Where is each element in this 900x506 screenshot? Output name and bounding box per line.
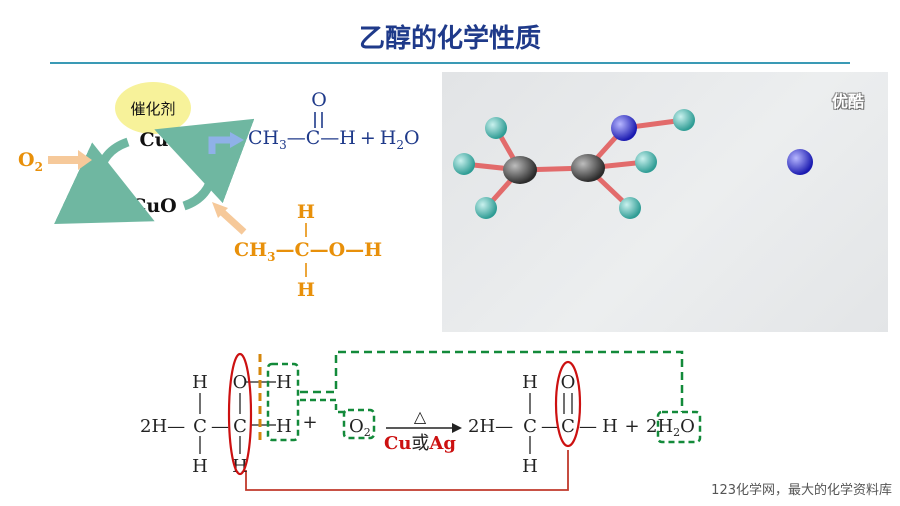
o2-arrow xyxy=(48,150,92,170)
svg-text:2H2O: 2H2O xyxy=(646,416,695,439)
removed-h-box xyxy=(266,362,300,442)
product-arrow xyxy=(208,136,232,154)
o2-formula: O xyxy=(349,416,364,437)
svg-text:H: H xyxy=(522,372,538,393)
cuo-label: CuO xyxy=(131,195,177,217)
oh-bond-highlight xyxy=(227,352,253,476)
hydrogen-atom xyxy=(453,153,475,175)
svg-text:2H—: 2H— xyxy=(468,416,513,437)
reaction-equation: 2H— C — C H H O H H H + O2 △ Cu或Ag 2H— C… xyxy=(140,350,702,491)
carbonyl-highlight xyxy=(554,360,582,448)
slide-title: 乙醇的化学性质 xyxy=(358,24,541,54)
aldehyde-c: C xyxy=(306,127,321,149)
svg-text:—: — xyxy=(579,416,597,437)
hydrogen-transfer-line xyxy=(300,350,684,412)
youku-logo: 优酷 xyxy=(831,92,864,111)
svg-text:CH3—C—H+H2O: CH3—C—H+H2O xyxy=(248,127,420,152)
svg-text:O2: O2 xyxy=(18,149,43,174)
coef-right: 2 xyxy=(468,416,479,437)
site-watermark: 123化学网，最大的化学资料库 xyxy=(711,483,892,498)
cycle-arrow-right xyxy=(154,118,255,211)
oxygen-atom-free xyxy=(787,149,813,175)
ethanol-h-right: H xyxy=(364,239,382,261)
oxygen-reactant: O xyxy=(233,372,248,393)
water-h: H xyxy=(380,127,397,149)
svg-text:CH3—C—O—H: CH3—C—O—H xyxy=(234,239,382,264)
water-o-atom: O xyxy=(680,416,695,437)
carbon-1: C xyxy=(193,416,207,437)
svg-text:H: H xyxy=(192,456,208,477)
molecule-video-panel[interactable]: 优酷 xyxy=(442,72,888,332)
aldehyde-h: H xyxy=(339,127,356,149)
cu-label: Cu xyxy=(140,129,169,151)
water-o: O xyxy=(404,127,420,149)
svg-text:+: + xyxy=(624,416,639,437)
catalyst-ag: Ag xyxy=(428,433,456,454)
svg-text:Cu或Ag: Cu或Ag xyxy=(384,433,456,454)
svg-text:+: + xyxy=(302,412,317,433)
ethanol-h-top: H xyxy=(297,201,315,223)
oxygen-atom xyxy=(611,115,637,141)
svg-text:O2: O2 xyxy=(349,416,371,439)
h-atom-removed-bottom: H xyxy=(276,416,292,437)
catalytic-cycle-diagram: 催化剂 Cu CuO O2 O CH3—C—H+H2O H CH3—C—O—H … xyxy=(18,82,420,301)
ethanol-c: C xyxy=(294,239,309,261)
catalyst-label: 催化剂 xyxy=(130,100,175,118)
o2-box xyxy=(342,408,376,440)
catalyst-or: 或 xyxy=(411,433,429,454)
hydrogen-atom xyxy=(485,117,507,139)
oxygen-product: O xyxy=(561,372,576,393)
water-h-atom: H xyxy=(657,416,673,437)
hydrogen-atom xyxy=(673,109,695,131)
carbon-atom xyxy=(503,156,537,184)
svg-text:—: — xyxy=(211,416,229,437)
ethanol-o: O xyxy=(329,239,346,261)
svg-text:H: H xyxy=(192,372,208,393)
carbon-atom xyxy=(571,154,605,182)
ethanol-h-bottom: H xyxy=(297,279,315,301)
title-divider xyxy=(50,62,850,64)
aldehyde-o: O xyxy=(311,89,327,111)
ball-stick-molecule xyxy=(453,109,813,219)
ethanol-ch3: CH xyxy=(234,239,267,261)
hydrogen-atom xyxy=(635,151,657,173)
h-atom-removed-top: H xyxy=(276,372,292,393)
o2-label: O xyxy=(18,149,35,171)
water-box xyxy=(656,410,702,444)
reactant-arrow xyxy=(219,209,247,235)
cycle-arrow-left xyxy=(54,137,155,224)
aldehyde-ch3: CH xyxy=(248,127,279,149)
svg-text:2H—: 2H— xyxy=(140,416,185,437)
o2-subscript: 2 xyxy=(35,160,43,174)
svg-text:H: H xyxy=(522,456,538,477)
svg-text:H: H xyxy=(602,416,618,437)
water-coef: 2 xyxy=(646,416,657,437)
coef-left: 2 xyxy=(140,416,151,437)
hydrogen-atom xyxy=(619,197,641,219)
svg-text:C: C xyxy=(561,416,575,437)
carbon-2: C xyxy=(233,416,247,437)
oxygen-transfer-line xyxy=(245,450,569,491)
catalyst-cu: Cu xyxy=(384,433,411,454)
svg-text:C: C xyxy=(523,416,537,437)
svg-text:—: — xyxy=(541,416,559,437)
heat-symbol: △ xyxy=(414,407,427,426)
hydrogen-atom xyxy=(475,197,497,219)
